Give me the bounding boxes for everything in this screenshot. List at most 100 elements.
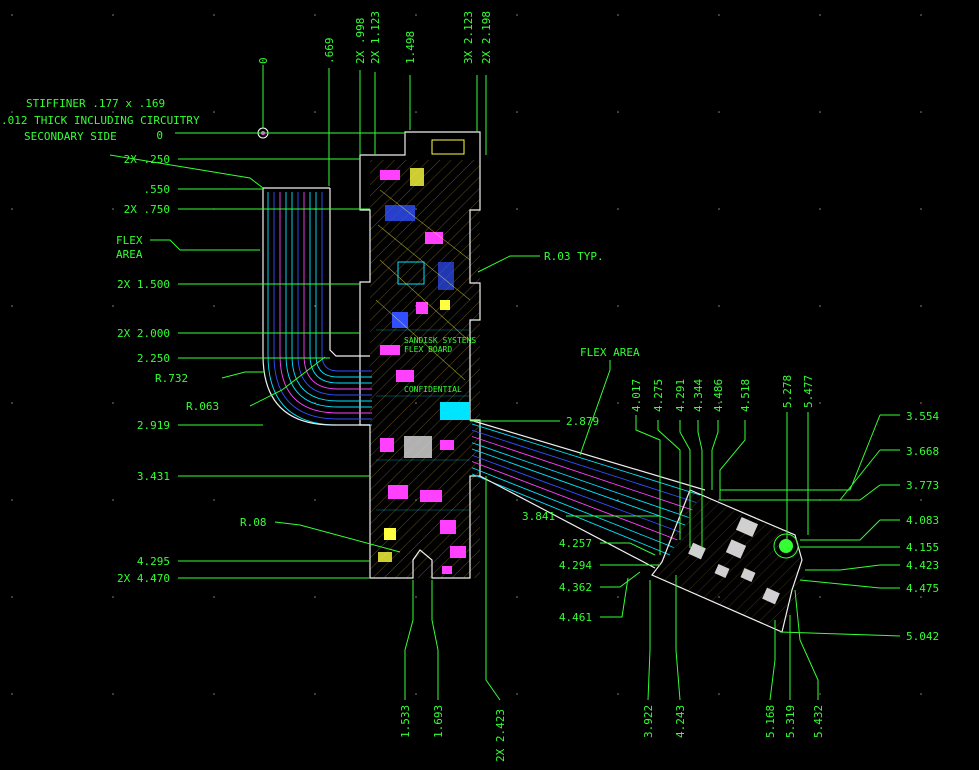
grid-dot [617, 693, 619, 695]
grid-dot [516, 208, 518, 210]
silk-line-3: CONFIDENTIAL [404, 385, 462, 394]
dim-rt-4275: 4.275 [652, 379, 665, 412]
flex-trace [303, 192, 372, 390]
flex-trace [279, 192, 372, 414]
grid-dot [920, 693, 922, 695]
flex-trace [285, 192, 372, 408]
dim-left-250: 2X .250 [124, 153, 170, 166]
dim-b-5432: 5.432 [812, 705, 825, 738]
silk-line-1: SANDISK SYSTEMS [404, 336, 476, 345]
flex-trace [321, 192, 372, 372]
dim-r-4155: 4.155 [906, 541, 939, 554]
flex-trace [267, 192, 372, 426]
stiffener-note-3: SECONDARY SIDE [24, 130, 117, 143]
dim-r-4083: 4.083 [906, 514, 939, 527]
dim-top-2123: 3X 2.123 [462, 11, 475, 64]
dim-b-1693: 1.693 [432, 705, 445, 738]
grid-dot [516, 305, 518, 307]
right-flex-tail [469, 419, 706, 569]
grid-dot [920, 402, 922, 404]
grid-dot [11, 402, 13, 404]
dim-mid-2879: 2.879 [566, 415, 599, 428]
grid-dot [213, 596, 215, 598]
dim-r-5042: 5.042 [906, 630, 939, 643]
dim-left-0: 0 [156, 129, 163, 142]
grid-dot [314, 499, 316, 501]
dim-rt-5278: 5.278 [781, 375, 794, 408]
dim-left-4295: 4.295 [137, 555, 170, 568]
grid-dot [213, 305, 215, 307]
grid-dot [617, 111, 619, 113]
dim-rt-4518: 4.518 [739, 379, 752, 412]
grid-dot [11, 111, 13, 113]
dim-rt-4344: 4.344 [692, 379, 705, 412]
grid-dot [819, 208, 821, 210]
grid-dot [617, 499, 619, 501]
dim-rt-4017: 4.017 [630, 379, 643, 412]
dim-b-5168: 5.168 [764, 705, 777, 738]
left-flex-tail [262, 187, 372, 426]
grid-dot [617, 208, 619, 210]
grid-dot [112, 305, 114, 307]
grid-dot [112, 14, 114, 16]
flex-trace [471, 423, 701, 496]
radius-063-label: R.063 [186, 400, 219, 413]
grid-dot [920, 305, 922, 307]
grid-dot [819, 14, 821, 16]
main-board-components [375, 139, 471, 574]
grid-dot [516, 596, 518, 598]
dim-rl-4257: 4.257 [559, 537, 592, 550]
dim-rt-4486: 4.486 [712, 379, 725, 412]
dim-b-5319: 5.319 [784, 705, 797, 738]
grid-dot [516, 693, 518, 695]
grid-dot [718, 402, 720, 404]
annotation-labels: STIFFINER .177 x .169 .012 THICK INCLUDI… [1, 11, 939, 762]
grid-dot [213, 14, 215, 16]
grid-dot [819, 111, 821, 113]
dim-b-4243: 4.243 [674, 705, 687, 738]
grid-dot [11, 596, 13, 598]
grid-dot [920, 499, 922, 501]
flex-trace [471, 467, 674, 548]
grid-dot [718, 693, 720, 695]
grid-dot [920, 596, 922, 598]
grid-dot [617, 305, 619, 307]
dim-left-2919: 2.919 [137, 419, 170, 432]
grid-dot [415, 14, 417, 16]
grid-dot [718, 499, 720, 501]
dim-top-2198: 2X 2.198 [480, 11, 493, 64]
dim-top-1123: 2X 1.123 [369, 11, 382, 64]
radius-732-label: R.732 [155, 372, 188, 385]
flex-area-right: FLEX AREA [580, 346, 640, 359]
flex-area-left-2: AREA [116, 248, 143, 261]
flex-trace [471, 448, 686, 526]
dimension-lines [109, 65, 901, 701]
flex-trace [471, 442, 689, 518]
dim-r-3554: 3.554 [906, 410, 939, 423]
grid-dot [718, 14, 720, 16]
grid-dot [11, 693, 13, 695]
grid-dot [314, 693, 316, 695]
grid-dot [11, 499, 13, 501]
dim-rt-5477: 5.477 [802, 375, 815, 408]
grid-dot [819, 305, 821, 307]
grid-dot [112, 499, 114, 501]
dim-mid-3841: 3.841 [522, 510, 555, 523]
grid-dot [718, 305, 720, 307]
grid-dot [718, 111, 720, 113]
grid-dot [819, 402, 821, 404]
grid-dot [314, 111, 316, 113]
grid-dot [112, 596, 114, 598]
grid-dot [112, 208, 114, 210]
grid-dot [415, 596, 417, 598]
dim-left-3431: 3.431 [137, 470, 170, 483]
grid-dot [516, 499, 518, 501]
flex-area-left-1: FLEX [116, 234, 143, 247]
dim-rt-4291: 4.291 [674, 379, 687, 412]
dim-rl-4362: 4.362 [559, 581, 592, 594]
dim-r-4423: 4.423 [906, 559, 939, 572]
grid-dot [112, 693, 114, 695]
grid-dot [415, 693, 417, 695]
grid-dot [516, 14, 518, 16]
